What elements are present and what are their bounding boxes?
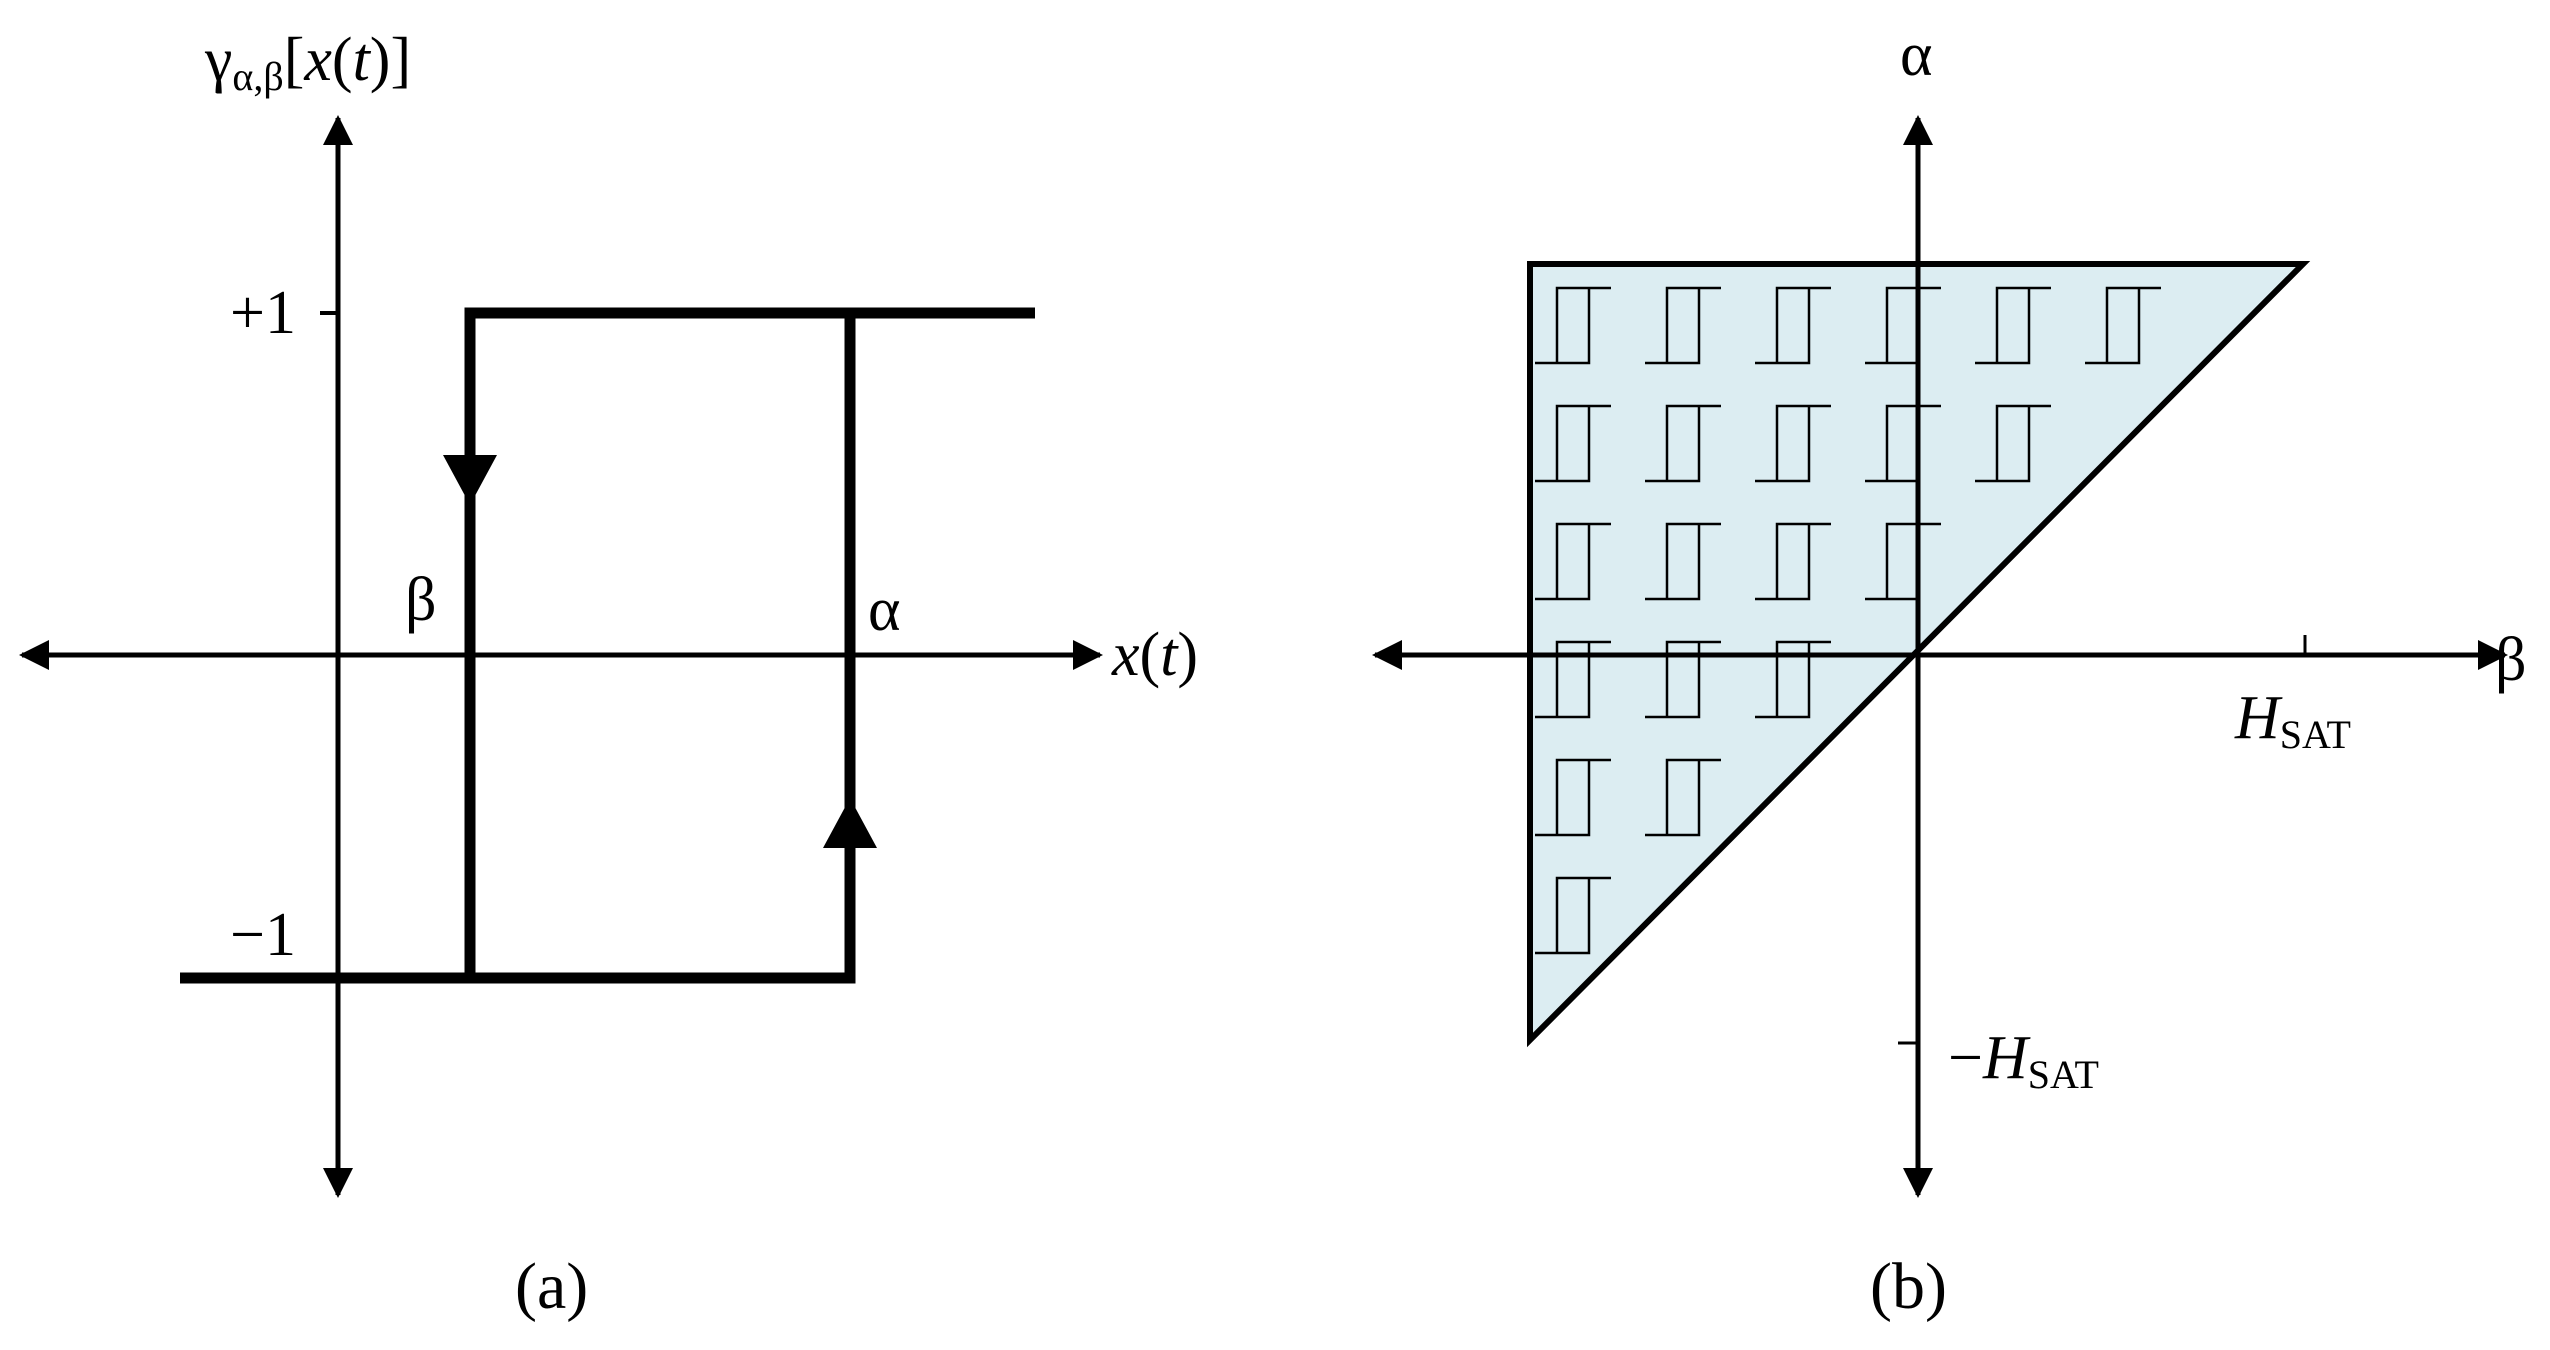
relay-glyph xyxy=(1755,286,1831,365)
beta-threshold-label: β xyxy=(405,566,437,634)
relay-glyph xyxy=(1645,404,1721,483)
relay-glyph xyxy=(1535,286,1611,365)
down-arrow-beta xyxy=(443,455,497,505)
hysteresis-upper-branch xyxy=(464,307,1035,978)
relay-glyph xyxy=(1535,758,1611,837)
alpha-threshold-label: α xyxy=(868,576,900,644)
hysteresis-lower-branch xyxy=(180,313,856,984)
relay-glyph xyxy=(1535,876,1611,955)
relay-glyph xyxy=(1645,286,1721,365)
relay-glyph xyxy=(1975,286,2051,365)
alpha-axis-label: α xyxy=(1900,21,1932,89)
panel-b: α β HSAT −HSAT (b) xyxy=(1372,21,2527,1323)
relay-glyph xyxy=(1535,404,1611,483)
relay-glyph xyxy=(1645,522,1721,601)
beta-axis-label: β xyxy=(2495,626,2527,694)
relay-glyph xyxy=(1755,522,1831,601)
h-sat-label: HSAT xyxy=(2234,684,2351,757)
relay-glyph xyxy=(1535,522,1611,601)
relay-glyph xyxy=(1645,758,1721,837)
relay-glyph xyxy=(1755,404,1831,483)
panel-a-x-axis-label: x(t) xyxy=(1111,621,1198,689)
up-arrow-alpha xyxy=(823,798,877,848)
panel-a: γα,β[x(t)] x(t) +1 −1 β α (a) xyxy=(18,26,1198,1323)
relay-glyph xyxy=(2085,286,2161,365)
panel-a-y-axis-label: γα,β[x(t)] xyxy=(204,26,411,99)
tick-plus-one-label: +1 xyxy=(230,279,296,347)
caption-b: (b) xyxy=(1870,1250,1947,1323)
tick-minus-one-label: −1 xyxy=(230,901,296,969)
caption-a: (a) xyxy=(515,1250,588,1323)
neg-h-sat-label: −HSAT xyxy=(1948,1024,2099,1097)
relay-glyph xyxy=(1975,404,2051,483)
